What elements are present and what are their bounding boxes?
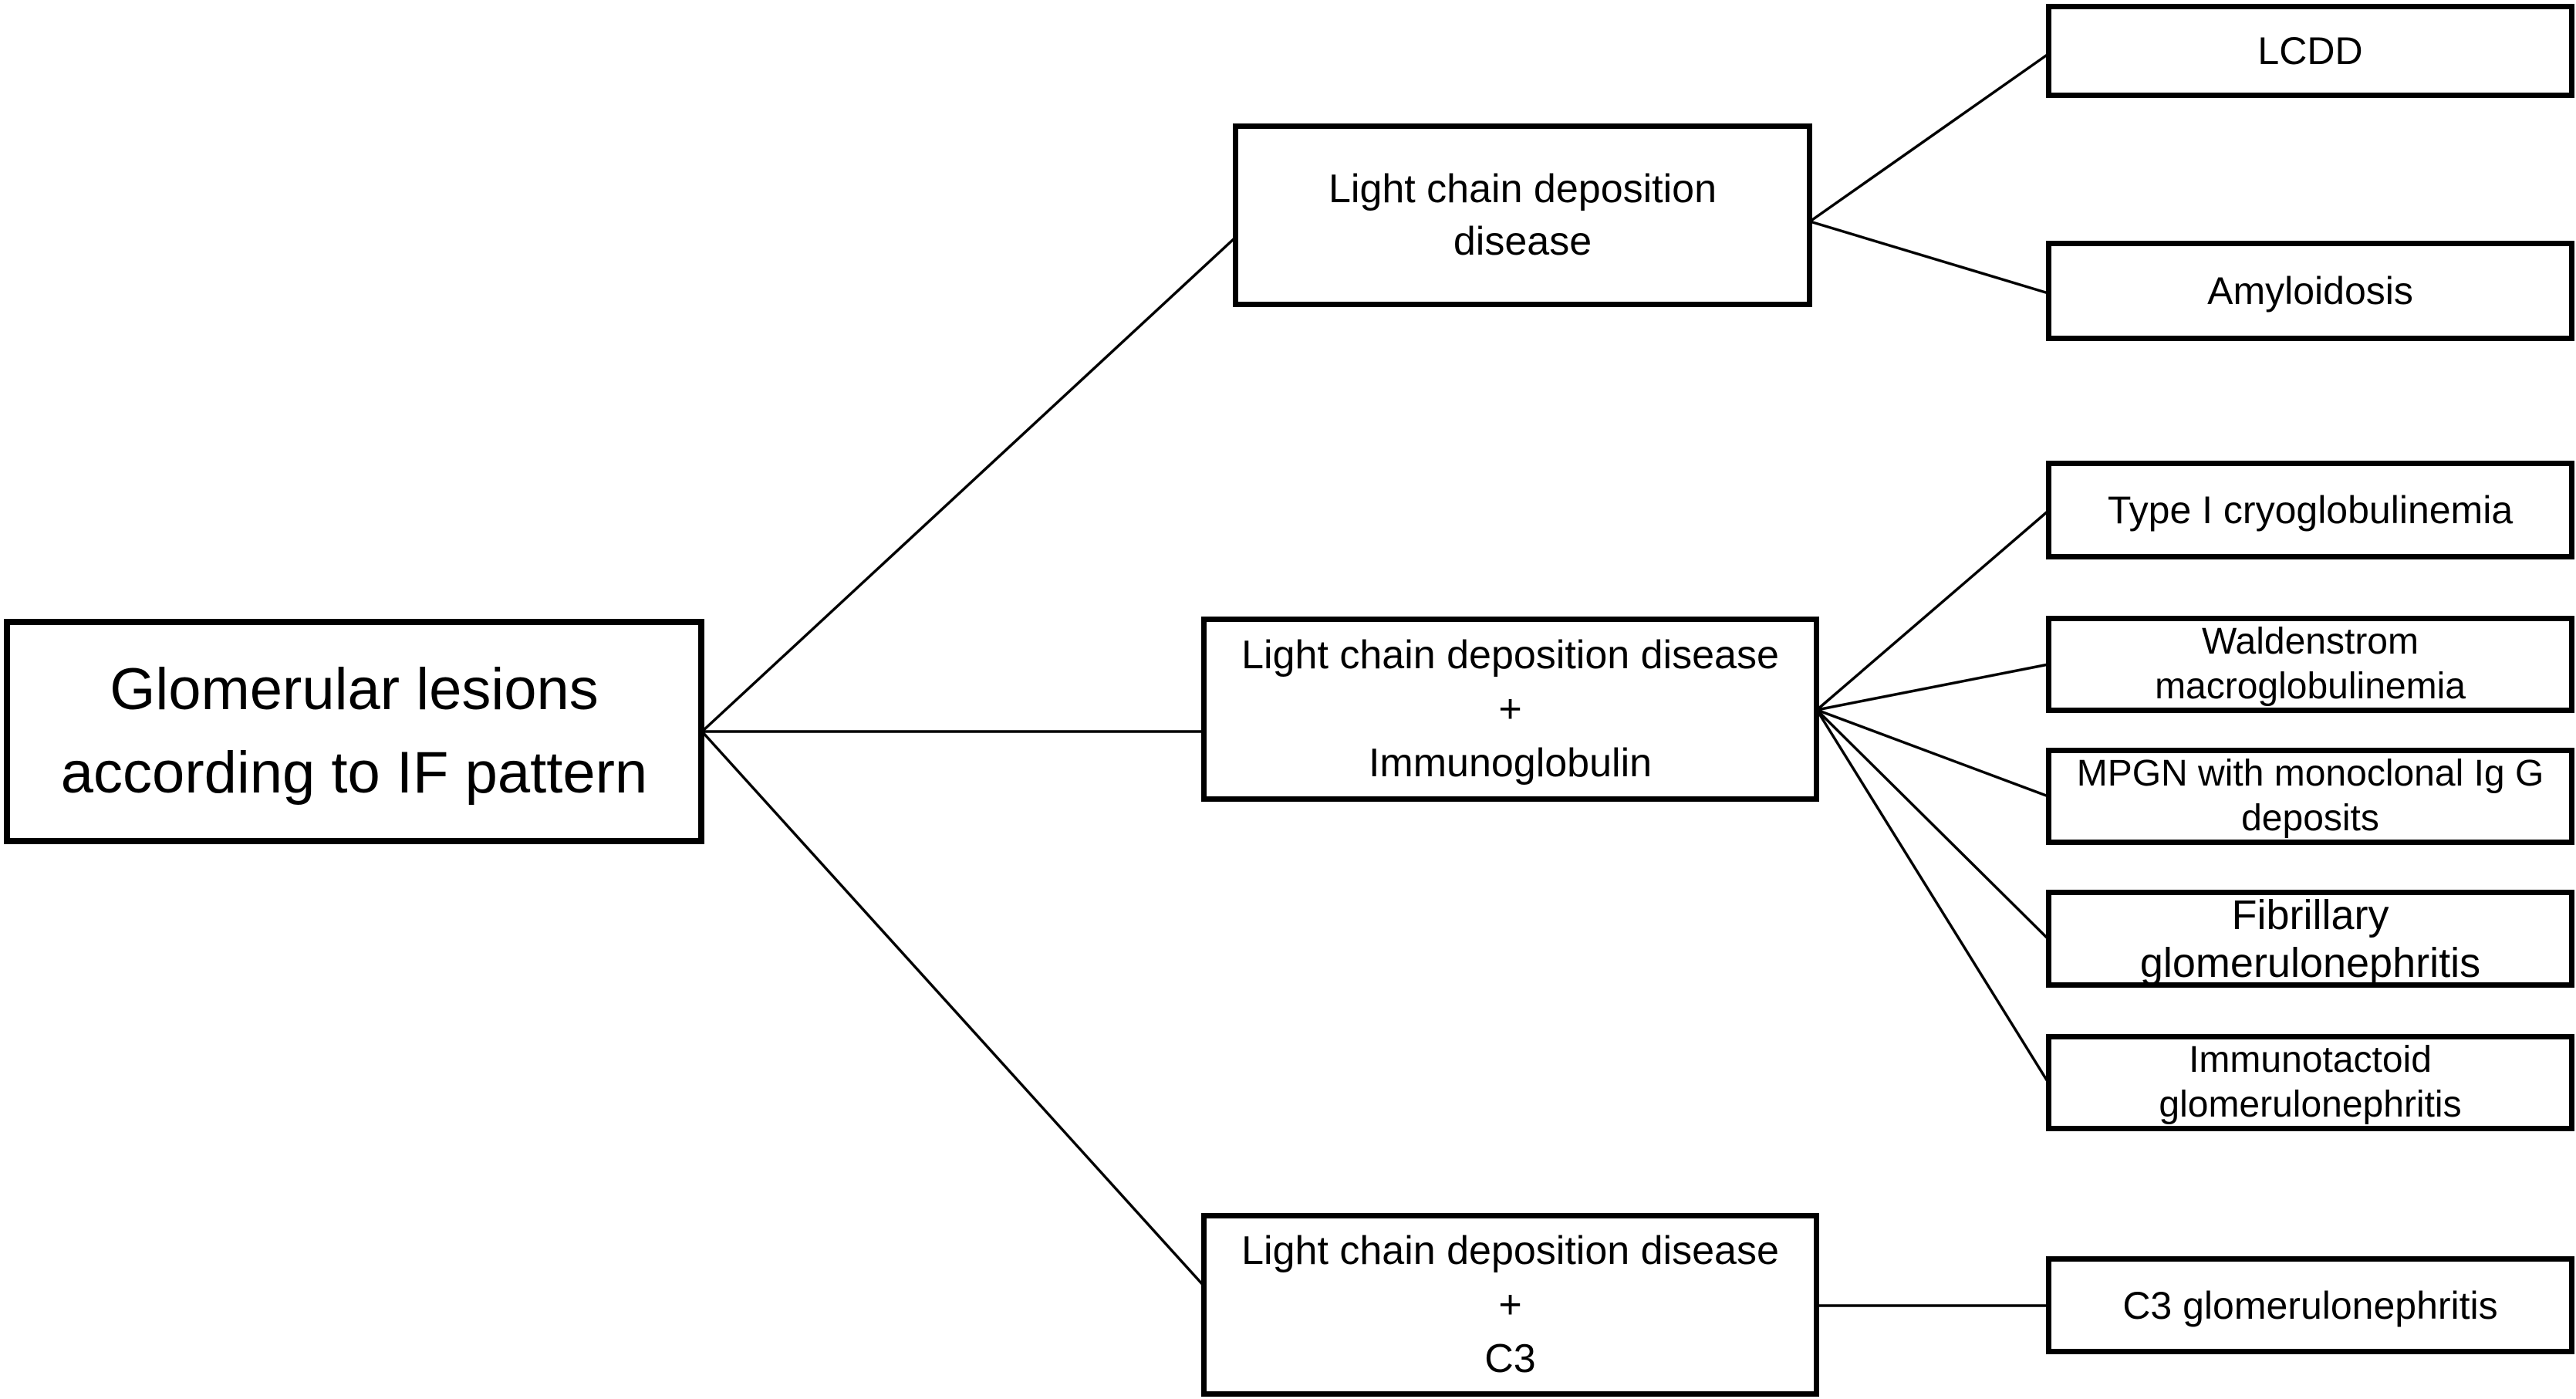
node-label-line: Immunoglobulin [1368, 741, 1653, 786]
node-label-line: + [1498, 1282, 1522, 1327]
edge-root-to-mid-bottom [701, 730, 1205, 1287]
node-amyloidosis: Amyloidosis [2046, 241, 2574, 341]
node-label-line: Amyloidosis [2207, 269, 2413, 313]
node-root-glomerular-lesions: Glomerular lesions according to IF patte… [4, 619, 704, 844]
edge-mid-top-to-amyloidosis [1809, 220, 2049, 295]
node-lcdd: LCDD [2046, 4, 2574, 98]
node-light-chain-deposition-disease: Light chain deposition disease [1233, 123, 1812, 307]
node-label-line: disease [1453, 219, 1592, 264]
node-label-line: Waldenstrom [2202, 621, 2419, 662]
node-label-line: Type I cryoglobulinemia [2107, 488, 2514, 532]
node-label-line: + [1498, 687, 1522, 732]
node-mpgn-monoclonal-igg-deposits: MPGN with monoclonal Ig G deposits [2046, 748, 2574, 845]
node-label-line: glomerulonephritis [2159, 1084, 2462, 1125]
node-label-line: deposits [2241, 798, 2379, 839]
node-label-line: Light chain deposition disease [1241, 633, 1779, 678]
node-waldenstrom-macroglobulinemia: Waldenstrom macroglobulinemia [2046, 616, 2574, 713]
edge-mid-center-to-immunotactoid [1815, 709, 2050, 1083]
edge-mid-center-to-waldenstrom [1816, 663, 2049, 711]
edge-root-to-mid-top [701, 236, 1237, 733]
edge-mid-center-to-mpgn [1816, 708, 2049, 798]
edge-mid-center-to-fibrillary [1815, 708, 2050, 941]
node-label-line: Glomerular lesions [110, 657, 599, 722]
node-label-line: LCDD [2257, 29, 2363, 73]
node-immunotactoid-glomerulonephritis: Immunotactoid glomerulonephritis [2046, 1034, 2574, 1131]
edge-mid-top-to-lcdd [1808, 52, 2050, 223]
node-type1-cryoglobulinemia: Type I cryoglobulinemia [2046, 461, 2574, 559]
node-label-line: MPGN with monoclonal Ig G [2076, 753, 2544, 794]
node-label-line: C3 glomerulonephritis [2122, 1283, 2498, 1327]
edge-mid-center-to-type1-cryo [1815, 509, 2050, 711]
node-label-line: according to IF pattern [60, 740, 648, 806]
node-label-line: C3 [1484, 1336, 1536, 1381]
node-c3-glomerulonephritis: C3 glomerulonephritis [2046, 1256, 2574, 1354]
node-lcdd-plus-immunoglobulin: Light chain deposition disease + Immunog… [1201, 617, 1819, 802]
node-label-line: Fibrillary [2231, 891, 2389, 938]
node-label-line: Light chain deposition disease [1241, 1228, 1779, 1273]
node-fibrillary-glomerulonephritis: Fibrillary glomerulonephritis [2046, 890, 2574, 988]
node-label-line: glomerulonephritis [2139, 939, 2481, 986]
node-label-line: macroglobulinemia [2155, 666, 2466, 707]
node-label-line: Immunotactoid [2189, 1039, 2432, 1080]
node-lcdd-plus-c3: Light chain deposition disease + C3 [1201, 1213, 1819, 1397]
node-label-line: Light chain deposition [1328, 167, 1717, 211]
